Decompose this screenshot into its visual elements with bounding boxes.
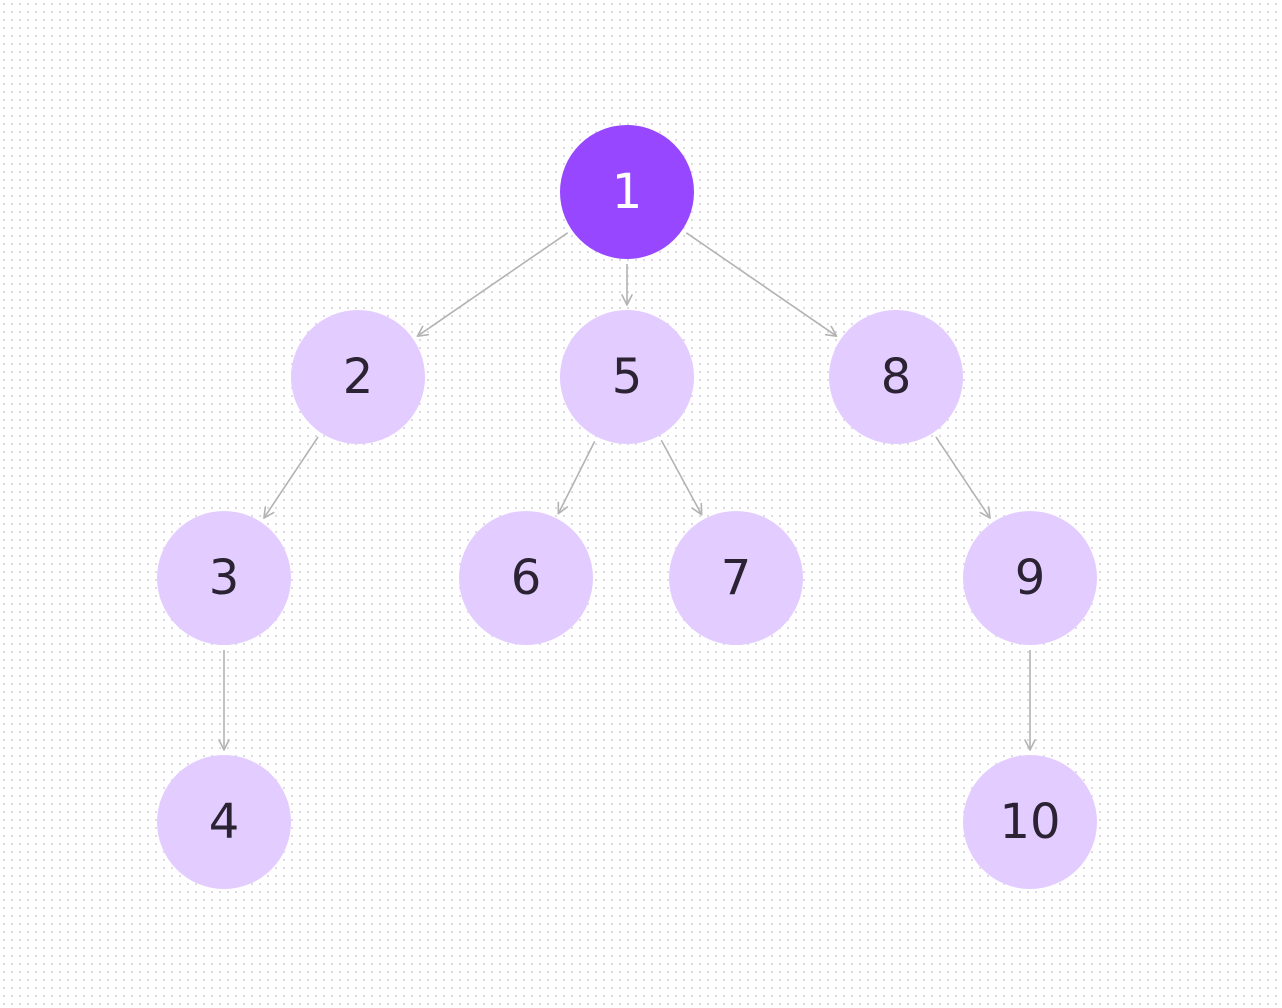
- nodes-layer: 1 2 3 4 5 6 7 8 9 10: [157, 125, 1097, 889]
- tree-node-9[interactable]: 9: [963, 511, 1097, 645]
- tree-node-2[interactable]: 2: [291, 310, 425, 444]
- edge-1-to-8: [685, 232, 838, 338]
- node-label: 1: [612, 164, 643, 220]
- node-circle: [560, 310, 694, 444]
- node-circle: [291, 310, 425, 444]
- node-label: 8: [881, 349, 912, 405]
- node-label: 3: [209, 550, 240, 606]
- node-label: 6: [511, 550, 542, 606]
- node-label: 4: [209, 794, 240, 850]
- edges-layer: [218, 232, 1036, 751]
- node-circle: [560, 125, 694, 259]
- node-circle: [157, 511, 291, 645]
- tree-node-3[interactable]: 3: [157, 511, 291, 645]
- root-node[interactable]: 1: [560, 125, 694, 259]
- node-label: 5: [612, 349, 643, 405]
- node-label: 7: [721, 550, 752, 606]
- node-circle: [963, 511, 1097, 645]
- edge-1-to-2: [416, 232, 569, 338]
- node-circle: [829, 310, 963, 444]
- tree-node-7[interactable]: 7: [669, 511, 803, 645]
- tree-node-8[interactable]: 8: [829, 310, 963, 444]
- node-circle: [157, 755, 291, 889]
- node-circle: [459, 511, 593, 645]
- edge-5-to-7: [660, 439, 703, 516]
- node-label: 10: [999, 794, 1060, 850]
- tree-node-5[interactable]: 5: [560, 310, 694, 444]
- node-label: 9: [1015, 550, 1046, 606]
- tree-node-4[interactable]: 4: [157, 755, 291, 889]
- node-circle: [669, 511, 803, 645]
- node-circle: [963, 755, 1097, 889]
- edge-8-to-9: [935, 436, 991, 519]
- edge-5-to-6: [557, 440, 596, 515]
- tree-node-10[interactable]: 10: [963, 755, 1097, 889]
- node-label: 2: [343, 349, 374, 405]
- edge-2-to-3: [263, 436, 319, 519]
- tree-node-6[interactable]: 6: [459, 511, 593, 645]
